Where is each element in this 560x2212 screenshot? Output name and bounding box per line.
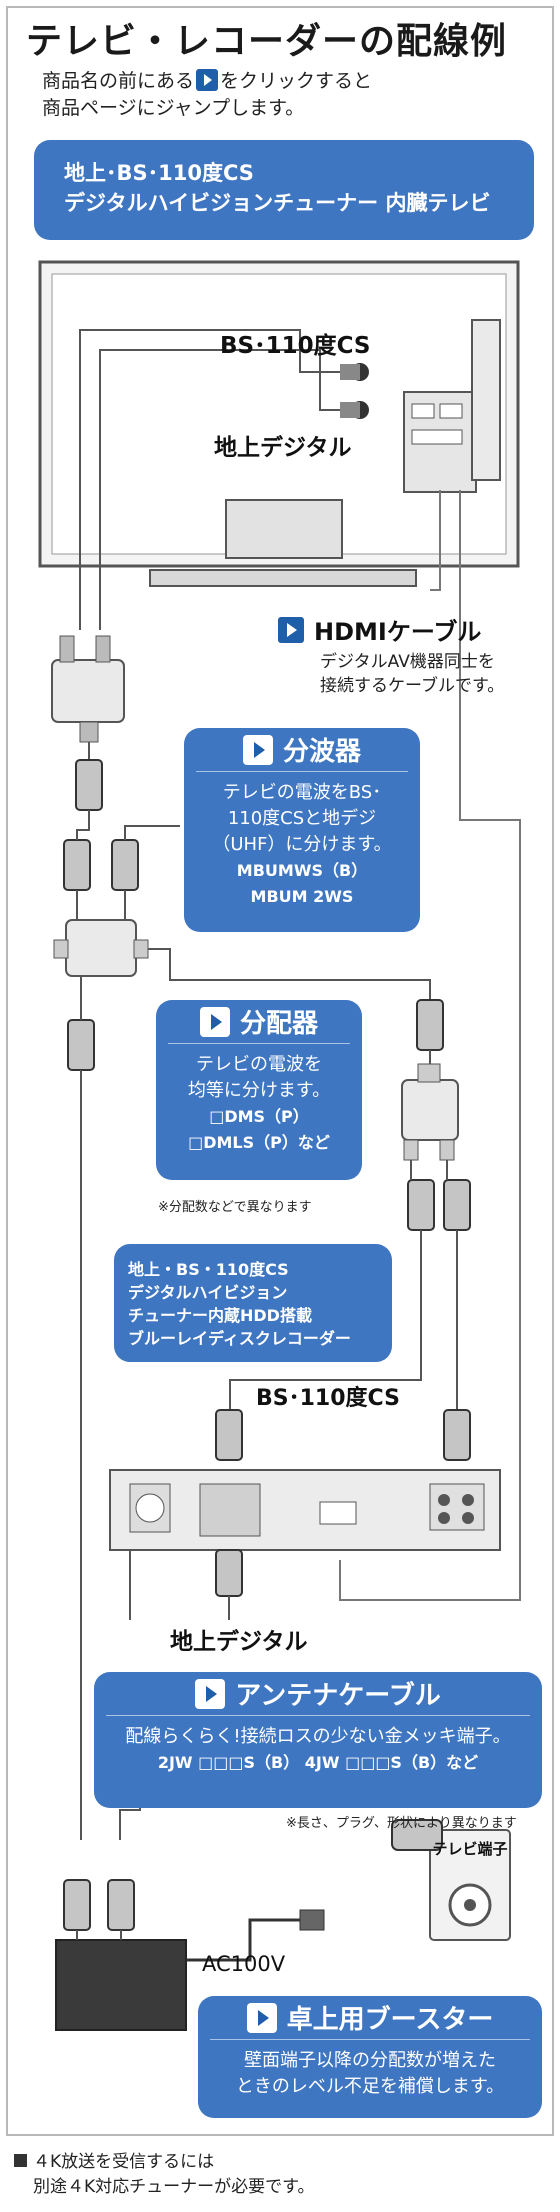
hdmi-title: HDMIケーブル [314,618,482,646]
tv-bubble-line2: デジタルハイビジョンチューナー 内臓テレビ [64,191,491,215]
divider-line-1: テレビの電波を [196,1054,322,1075]
splitter-device [51,635,125,743]
antenna-title: アンテナケーブル [235,1681,441,1711]
hdmi-description: デジタルAV機器同士を 接続するケーブルです。 [320,650,504,698]
splitter-model-1: MBUMWS（B） [236,861,368,880]
divider-bubble: 分配器 テレビの電波を 均等に分けます。 □DMS（P） □DMLS（P）など [156,1000,362,1180]
recorder-line-2: デジタルハイビジョン [128,1283,288,1302]
footer-line1: ４K放送を受信するには [33,2152,215,2172]
tv-illustration [38,260,520,587]
recorder-line-3: チューナー内蔵HDD搭載 [128,1306,312,1325]
tv-terrestrial-label: 地上デジタル [214,435,352,461]
booster-line-1: 壁面端子以降の分配数が増えた [244,2050,496,2071]
antenna-line: 配線らくらく!接続ロスの少ない金メッキ端子。 [125,1726,511,1747]
recorder-bs-label: BS･110度CS [256,1386,400,1411]
tv-terminal [429,1829,511,1941]
booster-line-2: ときのレベル不足を補償します。 [235,2076,505,2097]
booster-title: 卓上用ブースター [286,2005,494,2035]
recorder-illustration [109,1469,501,1551]
splitter-line-2: 110度CSと地デジ [227,808,377,829]
antenna-link[interactable]: アンテナケーブル [106,1672,530,1716]
intro-line1-a: 商品名の前にある [42,70,195,92]
splitter-line-3: （UHF）に分けます。 [212,834,392,855]
footer-note: ４K放送を受信するには 別途４K対応チューナーが必要です。 [14,2150,314,2200]
hdmi-desc-line2: 接続するケーブルです。 [320,676,505,696]
splitter-device-2 [401,1063,459,1161]
link-arrow-icon [246,2002,277,2033]
splitter-title: 分波器 [282,737,361,767]
tv-bs-label: BS･110度CS [220,333,371,359]
splitter-link[interactable]: 分波器 [196,728,408,772]
link-arrow-icon [196,69,219,91]
link-arrow-icon [195,1678,226,1709]
splitter-model-2: MBUM 2WS [250,887,354,906]
divider-model-2: □DMLS（P）など [188,1133,330,1152]
divider-note: ※分配数などで異なります [158,1200,312,1215]
ac-label: AC100V [202,1952,286,1976]
link-arrow-icon [242,734,273,765]
page-title: テレビ・レコーダーの配線例 [26,21,508,62]
tv-bubble-line1: 地上･BS･110度CS [64,161,254,185]
divider-device [53,919,149,977]
antenna-bubble: アンテナケーブル 配線らくらく!接続ロスの少ない金メッキ端子。 2JW □□□S… [94,1672,542,1808]
link-arrow-icon [278,616,304,643]
divider-link[interactable]: 分配器 [168,1000,350,1044]
splitter-bubble: 分波器 テレビの電波をBS･ 110度CSと地デジ （UHF）に分けます。 MB… [184,728,420,932]
antenna-note: ※長さ、プラグ、形状により異なります [286,1816,517,1831]
recorder-line-1: 地上・BS・110度CS [128,1260,289,1279]
footer-line2: 別途４K対応チューナーが必要です。 [33,2177,315,2197]
hdmi-desc-line1: デジタルAV機器同士を [320,652,495,672]
divider-model-1: □DMS（P） [209,1107,309,1126]
divider-title: 分配器 [239,1009,318,1039]
booster-bubble: 卓上用ブースター 壁面端子以降の分配数が増えた ときのレベル不足を補償します。 [198,1996,542,2118]
intro-line2: 商品ページにジャンプします。 [42,97,305,119]
tv-bubble: 地上･BS･110度CS デジタルハイビジョンチューナー 内臓テレビ [34,140,534,240]
recorder-line-4: ブルーレイディスクレコーダー [128,1329,351,1348]
tv-terminal-label: テレビ端子 [432,1840,508,1858]
antenna-models: 2JW □□□S（B） 4JW □□□S（B）など [157,1753,479,1772]
hdmi-cable-link[interactable]: HDMIケーブル [278,612,481,647]
bullet-square-icon [14,2154,27,2167]
intro-text: 商品名の前にある をクリックすると 商品ページにジャンプします。 [42,68,372,122]
booster-link[interactable]: 卓上用ブースター [210,1996,530,2040]
recorder-terrestrial-label: 地上デジタル [170,1629,308,1655]
booster-device [55,1939,187,2031]
link-arrow-icon [199,1006,230,1037]
intro-line1-b: をクリックすると [220,70,373,92]
recorder-bubble: 地上・BS・110度CS デジタルハイビジョン チューナー内蔵HDD搭載 ブルー… [114,1244,392,1362]
splitter-line-1: テレビの電波をBS･ [222,782,382,803]
divider-line-2: 均等に分けます。 [187,1080,331,1101]
